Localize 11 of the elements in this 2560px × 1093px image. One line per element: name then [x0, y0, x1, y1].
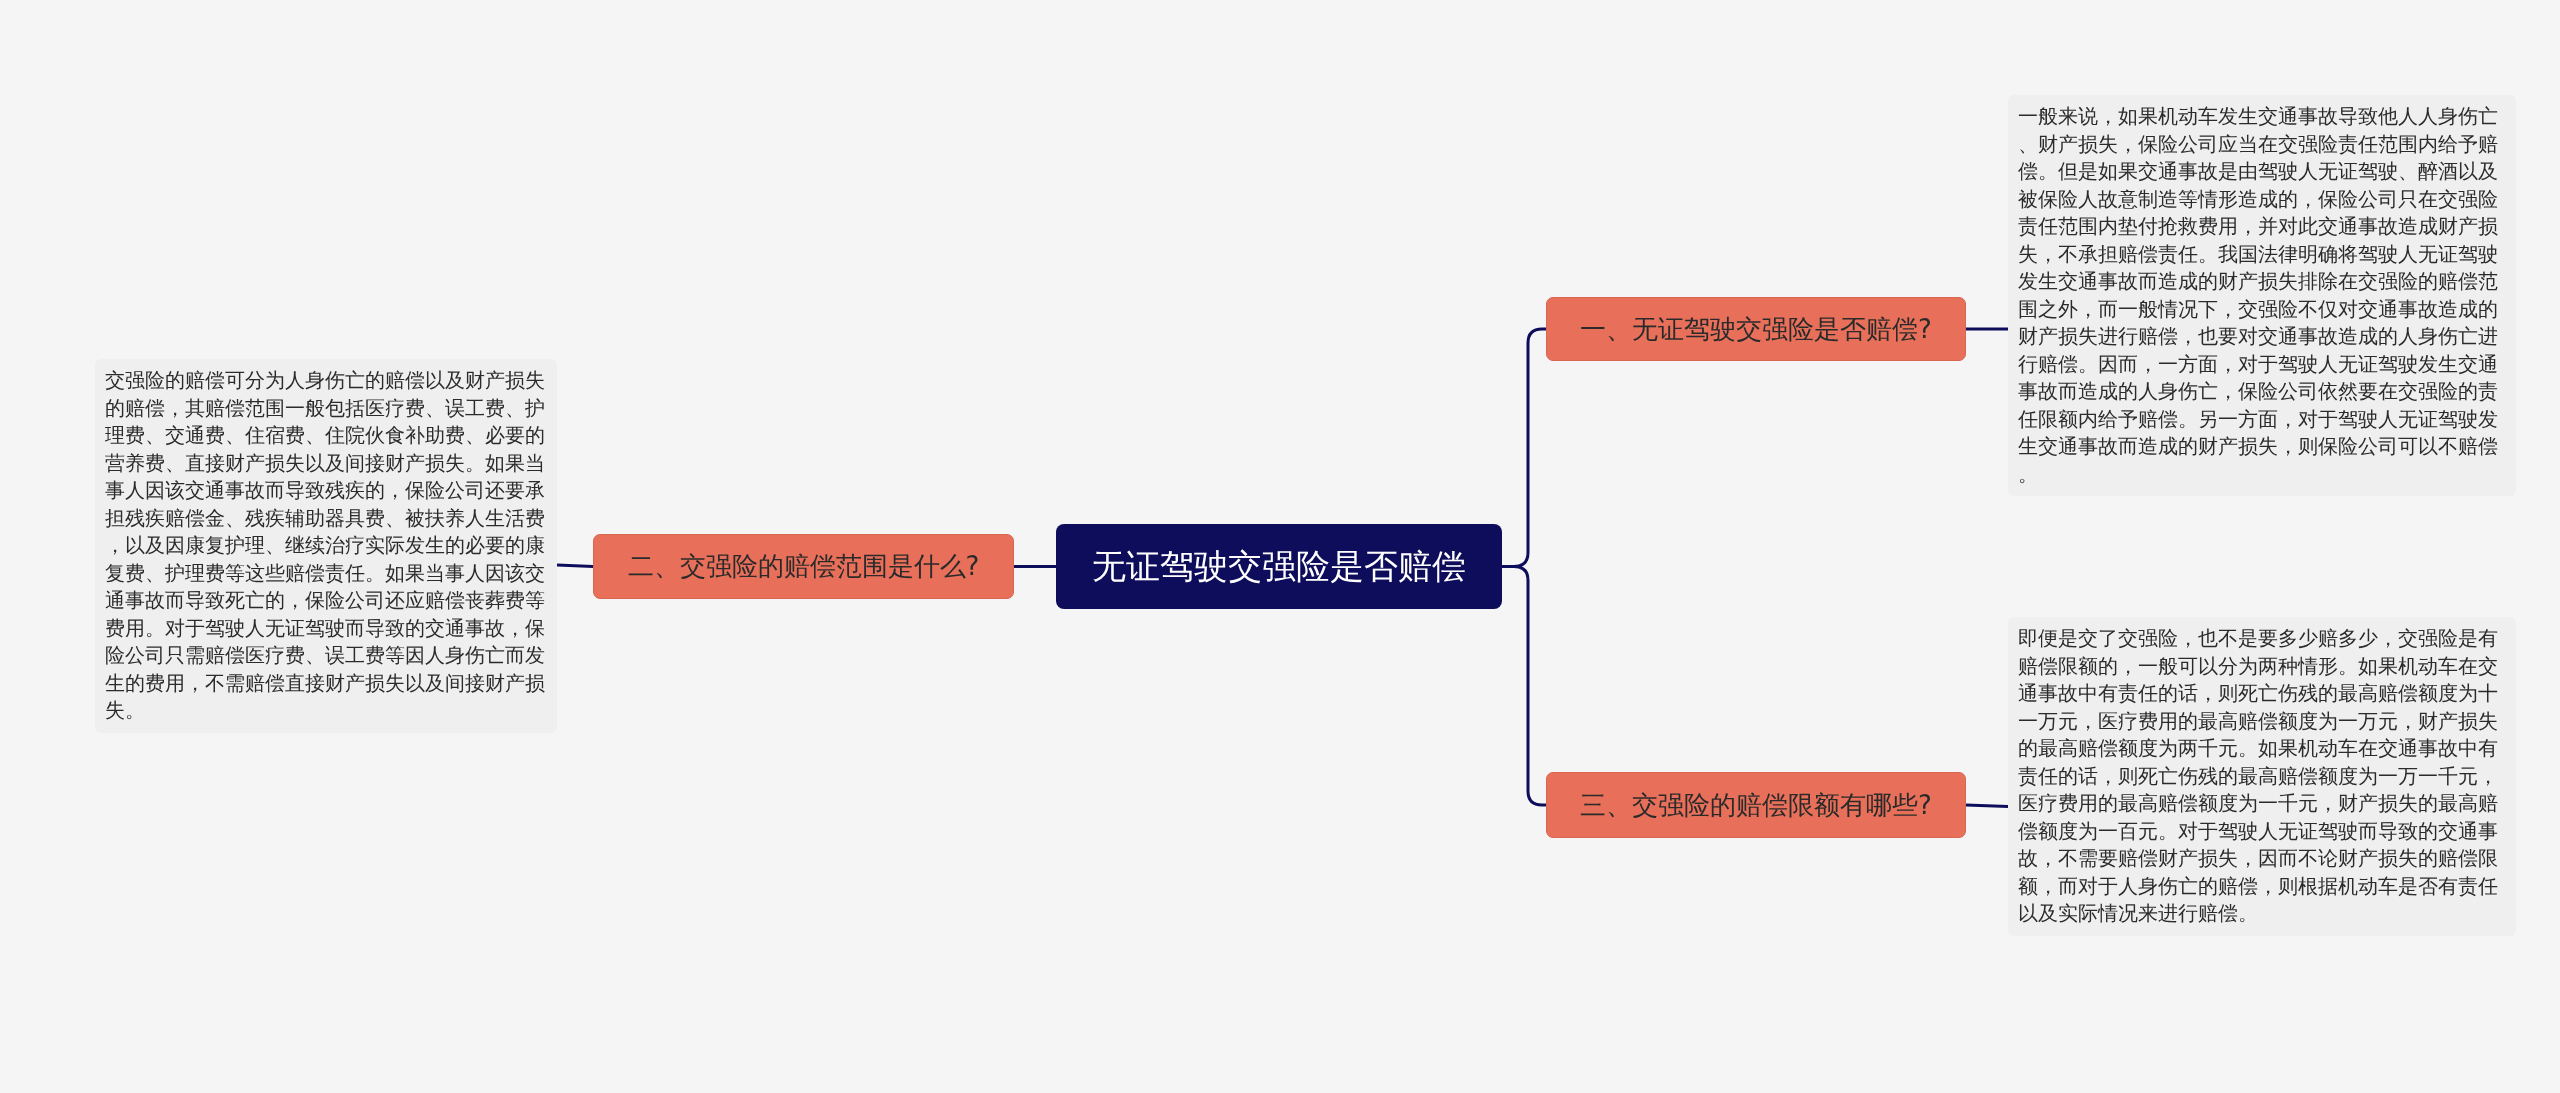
text-card: 即便是交了交强险，也不是要多少赔多少，交强险是有赔偿限额的，一般可以分为两种情形。如果机动车在交通事故中有责任的话，则死亡伤残的最高赔偿额度为十一万元，医疗费用的最高赔偿额度为一万元，财产损失的最高赔偿额度为两千元。如果机动车在交通事故中有责任的话，则死亡伤残的最高赔偿额度为一万一千元，医疗费用的最高赔偿额度为一千元，财产损失的最高赔偿额度为一百元。对于驾驶人无证驾驶而导致的交通事故，不需要赔偿财产损失，因而不论财产损失的赔偿限额，而对于人身伤亡的赔偿，则根据机动车是否有责任以及实际情况来进行赔偿。 [2008, 617, 2516, 936]
connector-line [1965, 803, 2009, 808]
central-topic-box: 无证驾驶交强险是否赔偿 [1056, 524, 1502, 609]
text-card: 交强险的赔偿可分为人身伤亡的赔偿以及财产损失的赔偿，其赔偿范围一般包括医疗费、误工费、护理费、交通费、住宿费、住院伙食补助费、必要的营养费、直接财产损失以及间接财产损失。如果当事人因该交通事故而导致残疾的，保险公司还要承担残疾赔偿金、残疾辅助器具费、被扶养人生活费，以及因康复护理、继续治疗实际发生的必要的康复费、护理费等这些赔偿责任。如果当事人因该交通事故而导致死亡的，保险公司还应赔偿丧葬费等费用。对于驾驶人无证驾驶而导致的交通事故，保险公司只需赔偿医疗费、误工费等因人身伤亡而发生的费用，不需赔偿直接财产损失以及间接财产损失。 [95, 359, 557, 733]
connector-line [1966, 327, 2008, 331]
connector-line [1014, 565, 1056, 568]
connector-line [556, 563, 594, 568]
topic-box: 一、无证驾驶交强险是否赔偿? [1546, 297, 1966, 361]
topic-box: 三、交强险的赔偿限额有哪些? [1546, 772, 1966, 838]
topic-box: 二、交强险的赔偿范围是什么? [593, 534, 1014, 599]
text-card: 一般来说，如果机动车发生交通事故导致他人人身伤亡、财产损失，保险公司应当在交强险责任范围内给予赔偿。但是如果交通事故是由驾驶人无证驾驶、醉酒以及被保险人故意制造等情形造成的，保险公司只在交强险责任范围内垫付抢救费用，并对此交通事故造成财产损失，不承担赔偿责任。我国法律明确将驾驶人无证驾驶发生交通事故而造成的财产损失排除在交强险的赔偿范围之外，而一般情况下，交强险不仅对交通事故造成的财产损失进行赔偿，也要对交通事故造成的人身伤亡进行赔偿。因而，一方面，对于驾驶人无证驾驶发生交通事故而造成的人身伤亡，保险公司依然要在交强险的责任限额内给予赔偿。另一方面，对于驾驶人无证驾驶发生交通事故而造成的财产损失，则保险公司可以不赔偿。 [2008, 95, 2516, 496]
